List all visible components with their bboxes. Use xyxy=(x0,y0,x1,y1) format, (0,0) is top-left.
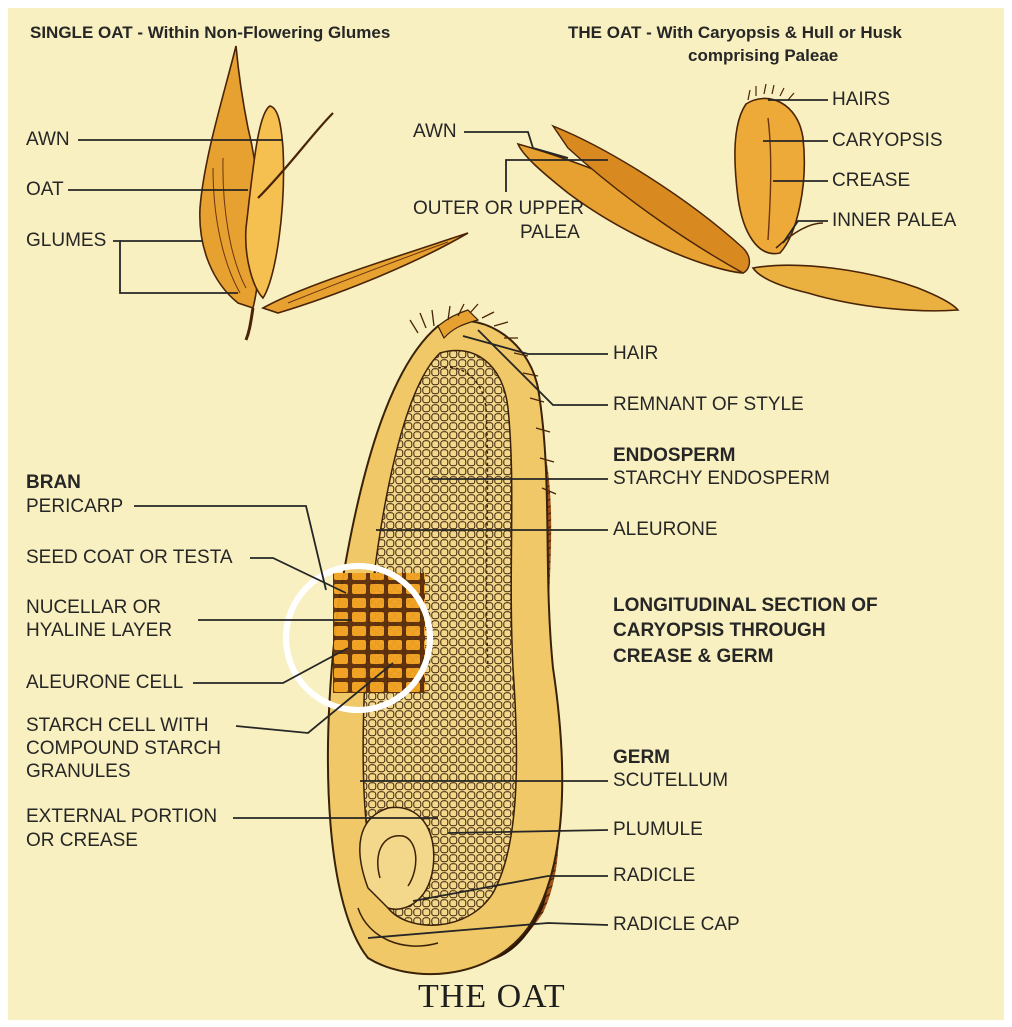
bran-heading: BRAN xyxy=(26,472,81,494)
glumes-label: GLUMES xyxy=(26,230,106,252)
oat-diagram: SINGLE OAT - Within Non-Flowering Glumes… xyxy=(8,8,1004,1020)
single-oat-header: SINGLE OAT - Within Non-Flowering Glumes xyxy=(30,22,390,43)
aleurone-cell-label: ALEURONE CELL xyxy=(26,672,183,694)
starch-cell-label-1: STARCH CELL WITH xyxy=(26,715,209,737)
endosperm-heading: ENDOSPERM xyxy=(613,445,735,467)
plumule-label: PLUMULE xyxy=(613,819,703,841)
hair-label: HAIR xyxy=(613,343,658,365)
diagram-title: THE OAT xyxy=(418,978,566,1016)
caryopsis-label: CARYOPSIS xyxy=(832,130,943,152)
inner-palea-label: INNER PALEA xyxy=(832,210,956,232)
crease-label: CREASE xyxy=(832,170,910,192)
radicle-label: RADICLE xyxy=(613,865,695,887)
single-oat-drawing xyxy=(200,46,468,340)
germ-heading: GERM xyxy=(613,747,670,769)
longitudinal-section-label-2: CARYOPSIS THROUGH xyxy=(613,620,826,642)
grain-section-drawing xyxy=(286,304,562,974)
starchy-endosperm-label: STARCHY ENDOSPERM xyxy=(613,468,830,490)
pericarp-label: PERICARP xyxy=(26,496,123,518)
starch-cell-label-3: GRANULES xyxy=(26,761,131,783)
nucellar-label-1: NUCELLAR OR xyxy=(26,597,161,619)
remnant-of-style-label: REMNANT OF STYLE xyxy=(613,394,804,416)
outer-palea-label-1: OUTER OR UPPER xyxy=(413,198,584,220)
nucellar-label-2: HYALINE LAYER xyxy=(26,620,172,642)
husk-oat-header-line1: THE OAT - With Caryopsis & Hull or Husk xyxy=(568,22,902,43)
scutellum-label: SCUTELLUM xyxy=(613,770,728,792)
husk-oat-header-line2: comprising Paleae xyxy=(688,45,838,66)
oat-illustration xyxy=(8,8,1004,1020)
longitudinal-section-label-1: LONGITUDINAL SECTION OF xyxy=(613,595,878,617)
seed-coat-label: SEED COAT OR TESTA xyxy=(26,547,233,569)
oat-label: OAT xyxy=(26,179,64,201)
outer-palea-label-2: PALEA xyxy=(520,222,580,244)
aleurone-label: ALEURONE xyxy=(613,519,718,541)
external-portion-label-1: EXTERNAL PORTION xyxy=(26,806,217,828)
starch-cell-label-2: COMPOUND STARCH xyxy=(26,738,221,760)
awn-label: AWN xyxy=(26,129,70,151)
hairs-label: HAIRS xyxy=(832,89,890,111)
husk-awn-label: AWN xyxy=(413,121,457,143)
external-portion-label-2: OR CREASE xyxy=(26,830,138,852)
longitudinal-section-label-3: CREASE & GERM xyxy=(613,646,773,668)
radicle-cap-label: RADICLE CAP xyxy=(613,914,740,936)
